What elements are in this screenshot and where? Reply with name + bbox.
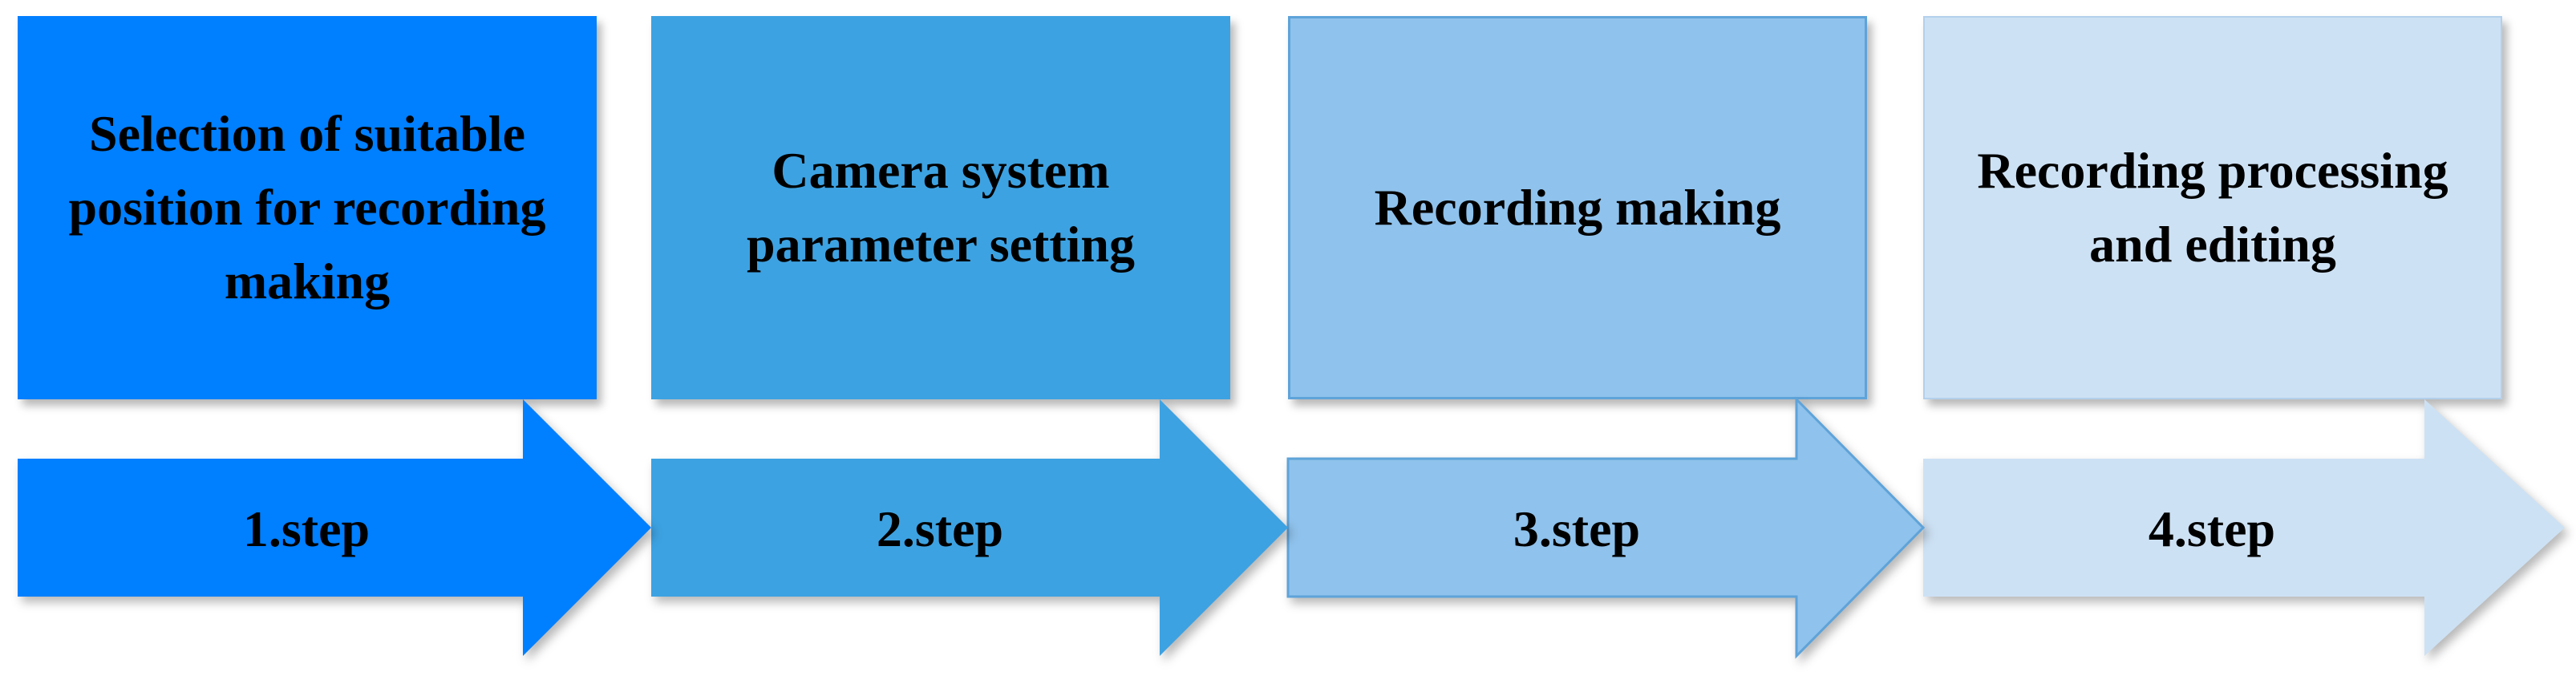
step-1-label: 1.step: [242, 500, 371, 557]
step-1-arrow: [18, 399, 651, 656]
step-4-arrow: [1923, 399, 2565, 656]
step-4-box: Recording processing and editing: [1923, 16, 2502, 399]
step-3-description: Recording making: [1374, 179, 1781, 236]
step-1-description: Selection of suitable position for recor…: [68, 105, 546, 310]
step-2-description: Camera system parameter setting: [747, 142, 1135, 273]
step-2-box: Camera system parameter setting: [651, 16, 1230, 399]
step-2-arrow: [651, 399, 1288, 656]
step-3-box: Recording making: [1288, 16, 1867, 399]
step-2-label: 2.step: [876, 500, 1004, 557]
step-4-label: 4.step: [2148, 500, 2276, 557]
step-4-description: Recording processing and editing: [1977, 142, 2448, 273]
step-3-arrow: [1286, 396, 1926, 659]
step-3-label: 3.step: [1513, 500, 1641, 557]
step-1-box: Selection of suitable position for recor…: [18, 16, 597, 399]
